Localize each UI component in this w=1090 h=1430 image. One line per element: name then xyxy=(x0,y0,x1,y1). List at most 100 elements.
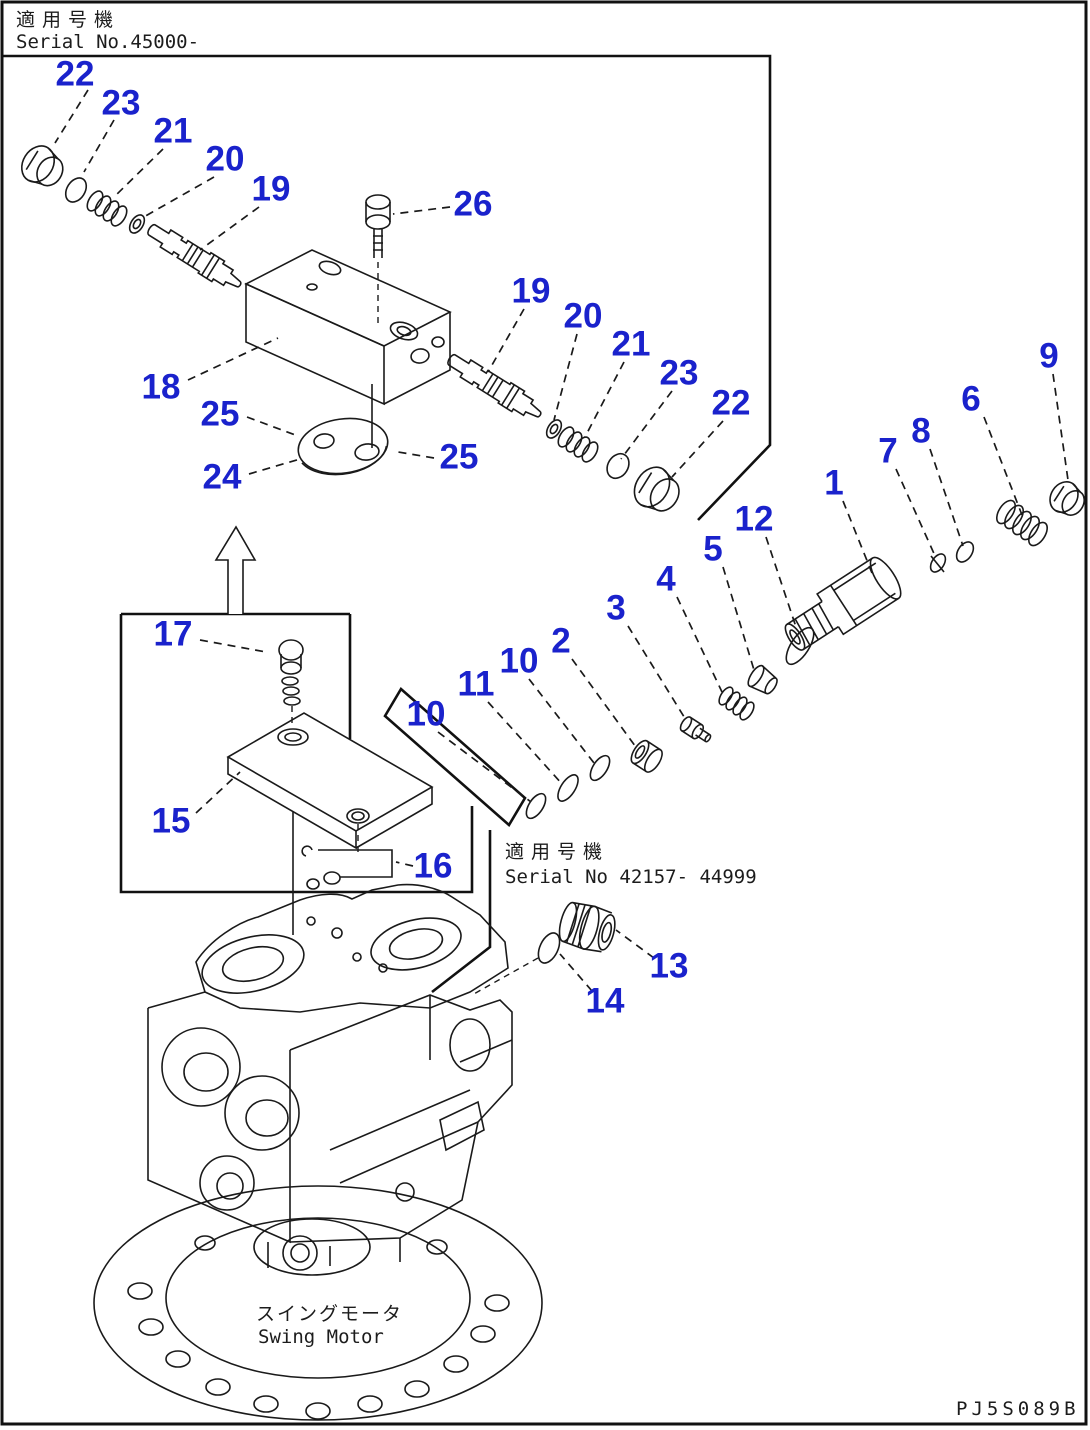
leader-line-22-0 xyxy=(54,89,89,144)
drawing-code: PJ5S089B xyxy=(956,1398,1080,1420)
callout-22-14: 22 xyxy=(712,384,751,423)
part-oring-8 xyxy=(955,541,975,563)
part-poppet-3 xyxy=(679,716,712,743)
leader-line-5-21 xyxy=(722,566,755,671)
leader-line-22-14 xyxy=(671,420,724,478)
part-oring-23a xyxy=(64,177,88,203)
part-bolt-26 xyxy=(365,194,391,328)
callout-17-28: 17 xyxy=(154,615,193,654)
callout-9-15: 9 xyxy=(1039,337,1058,376)
leader-line-25-7 xyxy=(246,416,299,437)
part-seat-2 xyxy=(630,739,663,773)
leader-line-17-28 xyxy=(199,639,267,653)
leader-line-25-9 xyxy=(397,451,435,459)
callout-24-8: 24 xyxy=(203,458,242,497)
part-hole-25b xyxy=(354,443,380,461)
part-oring-14 xyxy=(537,932,561,964)
part-oring-23b xyxy=(606,452,630,480)
callout-14-32: 14 xyxy=(586,982,625,1021)
top-note-jp: 適用号機 xyxy=(16,9,120,31)
callout-23-13: 23 xyxy=(660,354,699,393)
leader-line-19-4 xyxy=(199,206,260,251)
leader-line-19-10 xyxy=(487,308,525,373)
part-valve-block-18 xyxy=(244,249,452,406)
callout-21-12: 21 xyxy=(612,325,651,364)
part-oring-12 xyxy=(785,626,815,666)
part-kit-16 xyxy=(301,845,393,890)
part-guide-5 xyxy=(747,664,778,695)
leader-line-18-6 xyxy=(187,337,279,381)
part-spring-4 xyxy=(718,686,755,721)
leader-line-12-20 xyxy=(765,536,798,631)
callout-1-19: 1 xyxy=(824,464,843,503)
leader-line-21-12 xyxy=(584,361,625,438)
leader-line-20-3 xyxy=(141,176,215,219)
leader-line-21-2 xyxy=(112,148,164,199)
callout-5-21: 5 xyxy=(703,530,722,569)
motor-caption-en: Swing Motor xyxy=(258,1326,384,1348)
leader-line-1-19 xyxy=(842,500,873,574)
leader-line-11-26 xyxy=(487,701,564,786)
motor-caption-jp: スイングモータ xyxy=(256,1303,403,1325)
part-plate-hole-a xyxy=(277,728,309,746)
leader-line-26-5 xyxy=(392,206,451,215)
callout-25-7: 25 xyxy=(201,395,240,434)
callout-23-1: 23 xyxy=(102,84,141,123)
leader-line-9-15 xyxy=(1052,373,1069,481)
up-arrow xyxy=(214,525,257,614)
part-washer-20a xyxy=(128,214,146,234)
part-spring-21b xyxy=(557,426,599,463)
callout-20-11: 20 xyxy=(564,297,603,336)
part-washer-20b xyxy=(545,419,563,439)
callout-16-30: 16 xyxy=(414,847,453,886)
callout-13-31: 13 xyxy=(650,947,689,986)
callout-22-0: 22 xyxy=(56,55,95,94)
leader-line-20-11 xyxy=(553,333,578,421)
leader-line-7-18 xyxy=(895,468,937,559)
part-plug-13 xyxy=(558,901,616,953)
assembly-line-14-motor xyxy=(471,957,539,996)
fence-oring-parallelogram xyxy=(383,686,527,828)
leader-line-3-23 xyxy=(627,625,687,721)
part-cartridge-1 xyxy=(784,556,902,651)
part-spring-21a xyxy=(86,190,128,227)
part-spool-19b xyxy=(447,353,542,418)
part-plate-15 xyxy=(226,712,434,852)
callout-10-27: 10 xyxy=(407,695,446,734)
leader-line-10-25 xyxy=(528,678,595,764)
part-spring-6 xyxy=(996,499,1048,547)
group-valve-assembly-45000 xyxy=(20,145,452,476)
callout-11-26: 11 xyxy=(458,665,495,704)
leader-line-24-8 xyxy=(248,458,301,475)
fence-serial-42157 xyxy=(431,830,492,994)
callout-7-18: 7 xyxy=(878,432,897,471)
group-relief-valve xyxy=(525,481,1086,820)
leader-line-23-13 xyxy=(620,390,673,460)
callout-12-20: 12 xyxy=(735,500,774,539)
leader-line-10-27 xyxy=(437,731,532,803)
flange-bolt-holes xyxy=(127,1235,510,1420)
part-oring-10a xyxy=(589,754,611,782)
part-washer-7 xyxy=(929,553,947,573)
part-plug-9 xyxy=(1049,481,1086,516)
callout-8-17: 8 xyxy=(911,412,930,451)
callout-3-23: 3 xyxy=(606,589,625,628)
group-plate-kit xyxy=(226,639,434,935)
part-spool-19a xyxy=(147,223,242,288)
part-plug-22b xyxy=(633,466,680,512)
callout-19-10: 19 xyxy=(512,272,551,311)
callout-15-29: 15 xyxy=(152,802,191,841)
leader-line-2-24 xyxy=(571,658,639,751)
part-hole-25a xyxy=(313,433,335,449)
leader-line-23-1 xyxy=(83,119,115,173)
leader-line-13-31 xyxy=(615,929,655,959)
group-spool-kit-2 xyxy=(447,353,680,512)
part-cover-24 xyxy=(297,417,389,476)
diagram-texts: 適用号機 Serial No.45000- 適用号機 Serial No 421… xyxy=(16,9,1080,1420)
leader-line-6-16 xyxy=(983,416,1023,516)
callout-20-3: 20 xyxy=(206,140,245,179)
part-ring-11 xyxy=(557,774,579,802)
